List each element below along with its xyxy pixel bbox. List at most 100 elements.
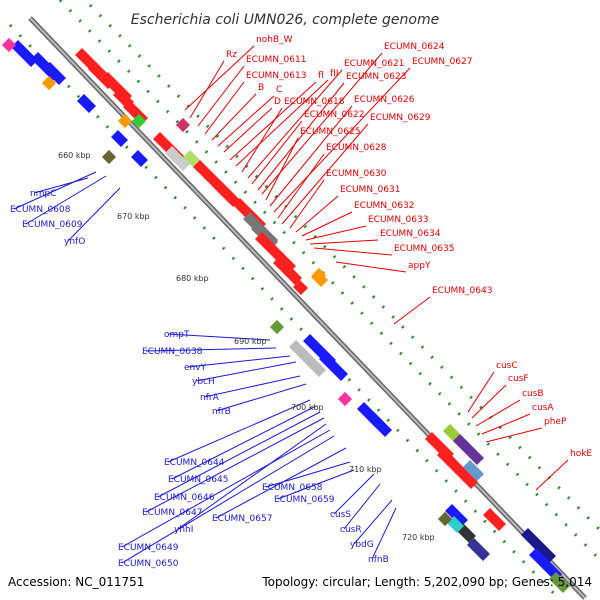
reverse-gene-label: ECUMN_0609 <box>22 220 83 230</box>
leader-line <box>187 355 291 368</box>
scale-tick-label: 710 kbp <box>349 465 382 474</box>
leader-line <box>211 93 257 141</box>
leader-line <box>217 95 275 147</box>
reverse-gene-label: ybcH <box>192 377 215 387</box>
feature-block <box>43 62 66 85</box>
feature-block <box>463 460 484 481</box>
reverse-gene-label: ECUMN_0649 <box>118 543 179 553</box>
reverse-gene-label: ECUMN_0658 <box>262 483 323 493</box>
leader-line <box>333 473 375 515</box>
leader-line <box>485 427 543 443</box>
leader-line <box>177 423 327 530</box>
leader-line <box>13 171 97 210</box>
forward-gene-label: ECUMN_0622 <box>304 110 364 120</box>
forward-gene-label: ECUMN_0635 <box>394 244 454 254</box>
leader-line <box>265 461 351 488</box>
leader-line <box>261 52 383 195</box>
reverse-gene-label: ECUMN_0646 <box>154 493 215 503</box>
feature-block <box>111 130 128 147</box>
reverse-gene-label: ECUMN_0650 <box>118 559 179 569</box>
leader-line <box>353 499 393 545</box>
leader-line <box>273 67 411 213</box>
leader-line <box>281 123 369 225</box>
feature-marker <box>337 391 353 407</box>
feature-block <box>447 516 464 533</box>
forward-gene-label: C <box>276 85 282 95</box>
feature-block <box>467 538 490 561</box>
forward-gene-label: ECUMN_0631 <box>340 185 400 195</box>
reverse-gene-label: yhhI <box>174 525 193 535</box>
forward-gene-label: B <box>258 83 264 93</box>
leader-line <box>189 60 225 119</box>
forward-gene-label: ECUMN_0624 <box>384 42 445 52</box>
leader-line <box>25 175 107 225</box>
leader-line <box>471 384 507 419</box>
leader-line <box>257 82 345 191</box>
forward-gene-label: ECUMN_0623 <box>346 72 406 82</box>
map-title: Escherichia coli UMN026, complete genome <box>131 12 439 28</box>
feature-blocks <box>1 37 570 593</box>
leader-line <box>295 195 339 233</box>
leader-line <box>241 107 283 173</box>
leader-line <box>269 105 353 207</box>
leader-line <box>145 417 325 513</box>
reverse-gene-label: ECUMN_0647 <box>142 508 202 518</box>
leader-line <box>251 120 303 185</box>
forward-gene-label: pheP <box>544 417 567 427</box>
reverse-gene-label: cusR <box>340 525 362 535</box>
feature-block <box>549 572 570 593</box>
leader-line <box>475 399 521 427</box>
feature-marker <box>269 319 285 335</box>
feature-block <box>77 94 96 113</box>
feature-marker <box>101 149 117 165</box>
scale-tick-label: 690 kbp <box>234 337 267 346</box>
leader-line <box>289 179 325 229</box>
forward-gene-label: nohB_W <box>256 35 293 45</box>
forward-gene-label: ECUMN_0618 <box>284 97 345 107</box>
leader-line <box>121 435 335 564</box>
feature-block <box>445 504 468 527</box>
forward-gene-label: D <box>274 97 281 107</box>
forward-gene-label: Rz <box>226 50 237 60</box>
forward-gene-label: ECUMN_0634 <box>380 229 441 239</box>
leader-line <box>121 429 331 548</box>
forward-gene-label: ECUMN_0611 <box>246 55 306 65</box>
leader-line <box>215 383 307 412</box>
feature-block <box>11 40 38 67</box>
feature-marker <box>311 267 327 283</box>
feature-marker <box>1 37 17 53</box>
leader-line <box>197 65 245 127</box>
leader-line <box>371 507 397 560</box>
reverse-gene-label: nfrB <box>212 407 231 417</box>
feature-block <box>131 150 148 167</box>
tick-tracks <box>8 0 600 600</box>
leader-line <box>195 361 297 382</box>
leader-line <box>277 153 325 219</box>
leader-line <box>393 296 431 325</box>
scale-tick-label: 720 kbp <box>402 533 435 542</box>
leader-line <box>33 177 89 194</box>
forward-gene-label: hokE <box>570 449 592 459</box>
leader-line <box>467 371 495 413</box>
forward-gene-label: ECUMN_0627 <box>412 57 472 67</box>
leader-line <box>167 399 311 463</box>
reverse-gene-label: ECUMN_0608 <box>10 205 71 215</box>
feature-block <box>213 180 240 207</box>
scale-tick-label: 670 kbp <box>117 212 150 221</box>
reverse-gene-label: cusS <box>330 510 351 520</box>
accession-text: Accession: NC_011751 <box>8 575 144 589</box>
leader-line <box>343 483 381 530</box>
leader-line <box>277 469 355 500</box>
feature-marker <box>437 511 453 527</box>
leader-line <box>167 333 271 341</box>
forward-gene-label: ECUMN_0632 <box>354 201 414 211</box>
leader-line <box>204 81 245 135</box>
reverse-gene-label: nfnB <box>368 555 389 565</box>
feature-block <box>165 146 190 171</box>
feature-block <box>273 256 302 285</box>
feature-block <box>319 352 348 381</box>
scale-tick-label: 660 kbp <box>58 151 91 160</box>
leader-line <box>145 347 277 352</box>
